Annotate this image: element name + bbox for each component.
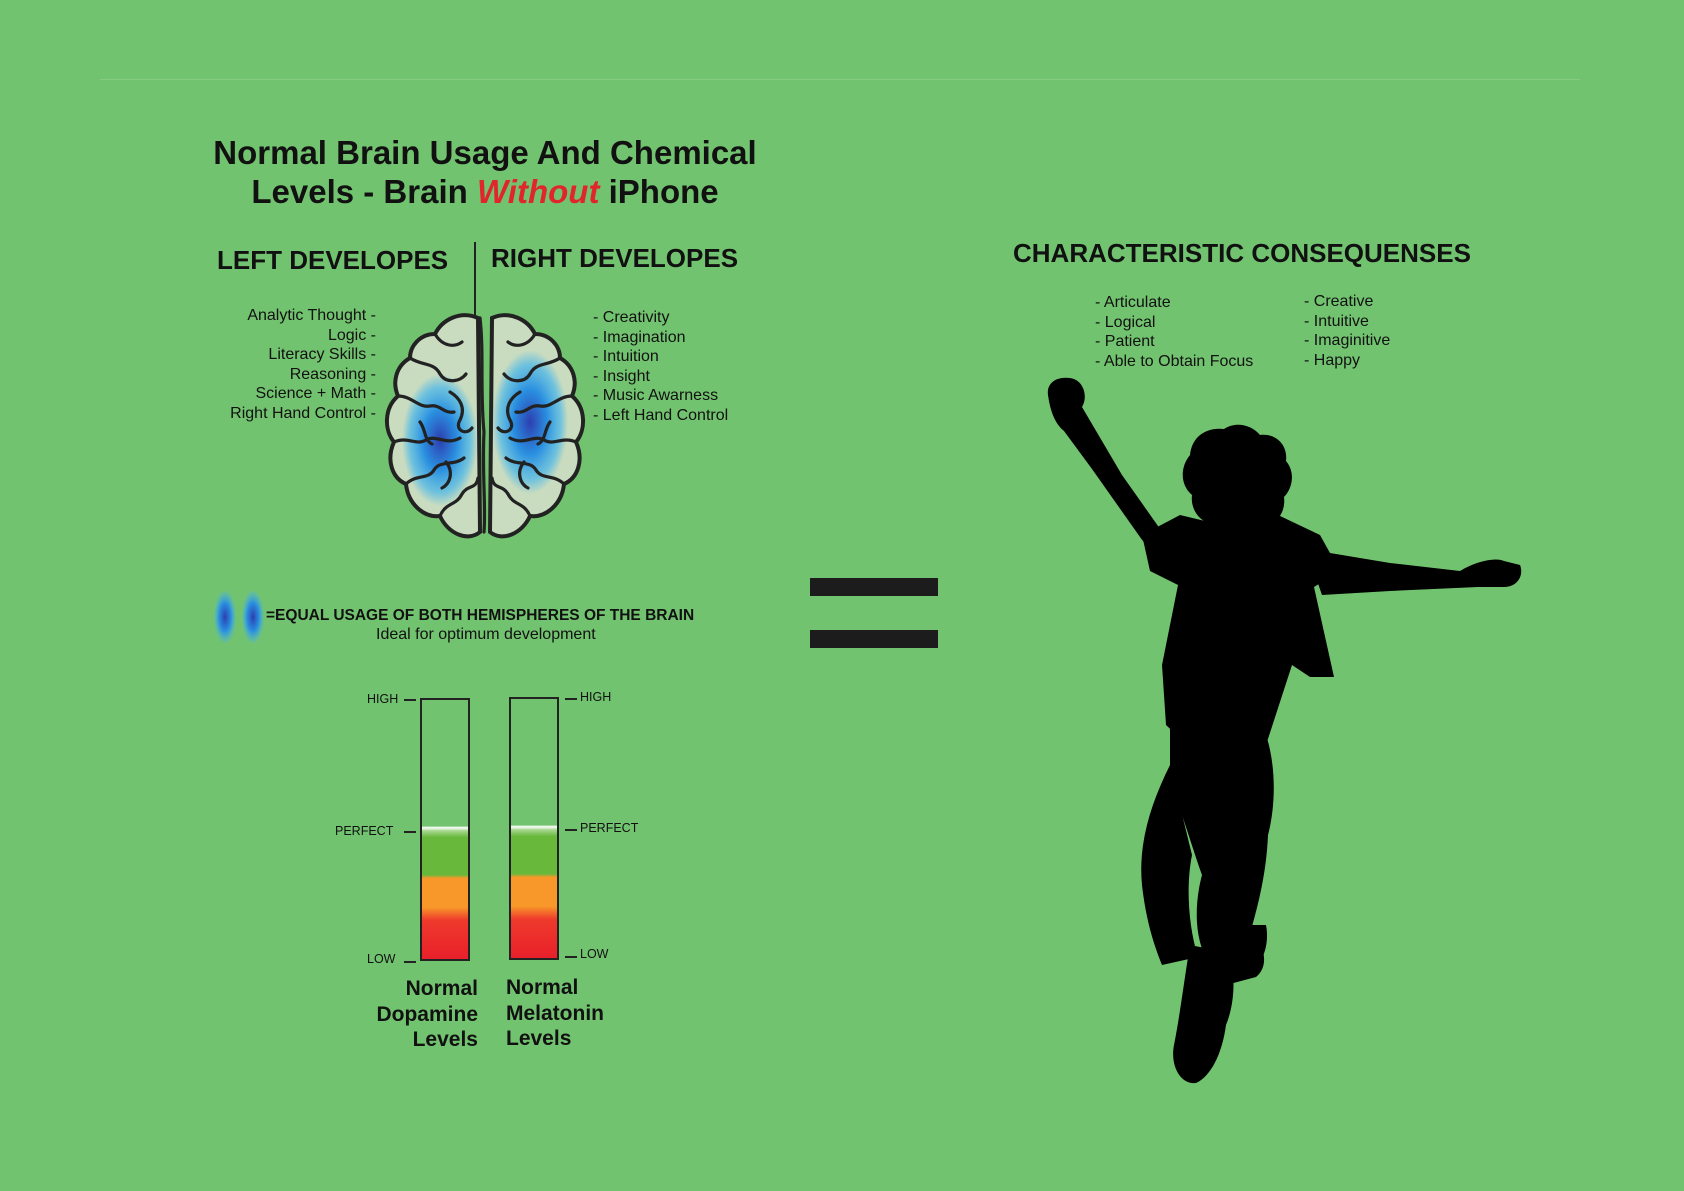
level-label-perfect: PERFECT xyxy=(580,821,639,835)
list-item: - Insight xyxy=(593,367,650,385)
list-item: - Articulate xyxy=(1095,294,1171,311)
gauge-tick xyxy=(565,698,577,700)
list-item: - Happy xyxy=(1304,351,1361,369)
gauge-tick xyxy=(404,699,416,701)
melatonin-label-line: Normal xyxy=(506,976,579,999)
legend-subtext: Ideal for optimum development xyxy=(376,626,596,643)
equals-sign-top-bar xyxy=(810,578,938,596)
level-label-perfect: PERFECT xyxy=(335,824,394,838)
title-line-2-post: iPhone xyxy=(599,173,719,210)
left-heading: LEFT DEVELOPES xyxy=(217,245,449,275)
level-label-low: LOW xyxy=(580,947,609,961)
dopamine-label-line: Dopamine xyxy=(376,1002,478,1026)
page-title: Normal Brain Usage And Chemical Levels -… xyxy=(190,133,780,211)
legend-text: =EQUAL USAGE OF BOTH HEMISPHERES OF THE … xyxy=(266,607,695,624)
list-item: - Able to Obtain Focus xyxy=(1095,352,1254,370)
title-line-1: Normal Brain Usage And Chemical xyxy=(213,134,757,171)
left-traits-list: Analytic Thought - Logic - Literacy Skil… xyxy=(170,306,376,423)
heading-divider xyxy=(474,242,476,315)
gauge-tick xyxy=(565,829,577,831)
consequences-list-2: - Creative - Intuitive - Imaginitive - H… xyxy=(1304,292,1390,370)
list-item: Analytic Thought - xyxy=(247,307,376,324)
right-heading: RIGHT DEVELOPES xyxy=(491,243,739,273)
list-item: - Imagination xyxy=(593,328,686,346)
list-item: - Logical xyxy=(1095,313,1156,331)
equal-usage-legend-icon xyxy=(214,591,264,643)
melatonin-label: Normal Melatonin Levels xyxy=(506,975,604,1052)
gauge-tick xyxy=(404,831,416,833)
title-line-2-pre: Levels - Brain xyxy=(251,173,477,210)
level-label-high: HIGH xyxy=(580,690,612,704)
brain-icon xyxy=(385,313,585,539)
equals-sign-bottom-bar xyxy=(810,630,938,648)
title-line-2: Levels - Brain Without iPhone xyxy=(190,172,780,211)
list-item: - Left Hand Control xyxy=(593,406,729,424)
list-item: - Music Awarness xyxy=(593,387,719,404)
title-emphasis: Without xyxy=(476,173,600,210)
consequences-title: CHARACTERISTIC CONSEQUENSES xyxy=(1013,238,1471,268)
list-item: Science + Math - xyxy=(255,385,377,402)
level-label-low: LOW xyxy=(367,952,396,966)
list-item: - Creativity xyxy=(593,309,670,326)
dopamine-label-line: Levels xyxy=(412,1028,478,1051)
list-item: - Intuitive xyxy=(1304,312,1369,330)
list-item: Literacy Skills - xyxy=(268,346,376,363)
dopamine-label-line: Normal xyxy=(405,977,478,1000)
list-item: - Patient xyxy=(1095,333,1155,350)
melatonin-label-line: Melatonin xyxy=(506,1001,604,1025)
list-item: - Imaginitive xyxy=(1304,332,1391,349)
right-traits-list: - Creativity - Imagination - Intuition -… xyxy=(593,308,833,425)
list-item: Reasoning - xyxy=(289,365,376,383)
gauge-tick xyxy=(404,961,416,963)
dopamine-label: Normal Dopamine Levels xyxy=(360,976,478,1053)
jumping-child-silhouette-icon xyxy=(1047,377,1522,1084)
melatonin-label-line: Levels xyxy=(506,1027,572,1050)
gauge-tick xyxy=(565,956,577,958)
dopamine-gauge xyxy=(420,698,470,961)
melatonin-gauge xyxy=(509,697,559,960)
level-label-high: HIGH xyxy=(367,692,399,706)
list-item: - Creative xyxy=(1304,293,1374,310)
list-item: - Intuition xyxy=(593,348,659,365)
list-item: Right Hand Control - xyxy=(230,404,376,422)
consequences-list-1: - Articulate - Logical - Patient - Able … xyxy=(1095,293,1253,371)
list-item: Logic - xyxy=(327,326,376,344)
top-divider xyxy=(100,79,1580,80)
